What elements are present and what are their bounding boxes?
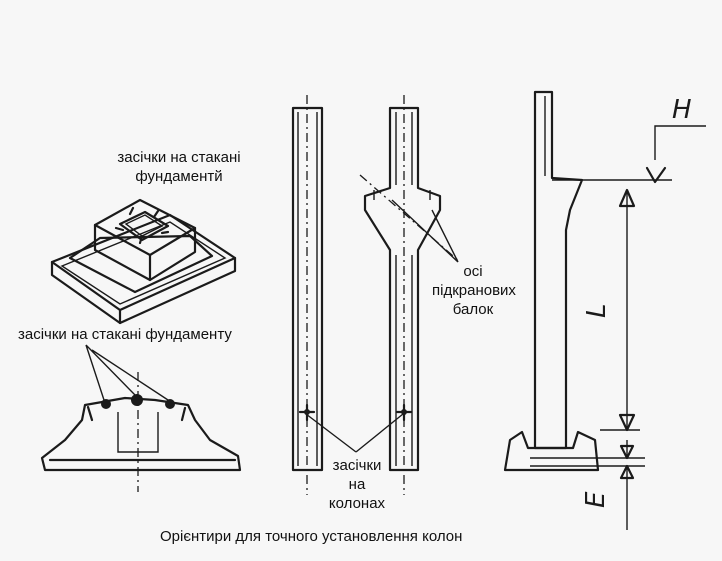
column-with-corbels — [359, 95, 461, 495]
label-line: балок — [452, 301, 494, 318]
column-marks-leaders — [305, 413, 404, 453]
label-line: на — [348, 476, 366, 493]
label-line: засічки — [332, 457, 382, 474]
label-line: підкранових — [432, 282, 516, 299]
foundation-section — [40, 344, 242, 492]
foundation-isometric — [50, 198, 237, 325]
label-line: колонах — [328, 495, 386, 512]
caption: Орієнтири для точного установлення колон — [160, 528, 463, 545]
dim-e-label: E — [581, 491, 611, 508]
dim-h-label: H — [672, 95, 692, 125]
foundation-marks-bottom-label: засічки на стакані фундаменту — [18, 326, 232, 343]
label-line: осі — [463, 263, 483, 280]
column-marks-label: засічки на колонах — [322, 456, 392, 513]
crane-beam-axes-label: осі підкранових балок — [432, 262, 516, 319]
column-straight — [291, 95, 324, 495]
label-line: фундаментй — [135, 168, 223, 185]
foundation-marks-top-label: засічки на стакані фундаментй — [104, 148, 254, 186]
column-elevation — [503, 90, 706, 530]
dim-l-label: L — [582, 304, 612, 319]
label-line: засічки на стакані — [117, 149, 241, 166]
